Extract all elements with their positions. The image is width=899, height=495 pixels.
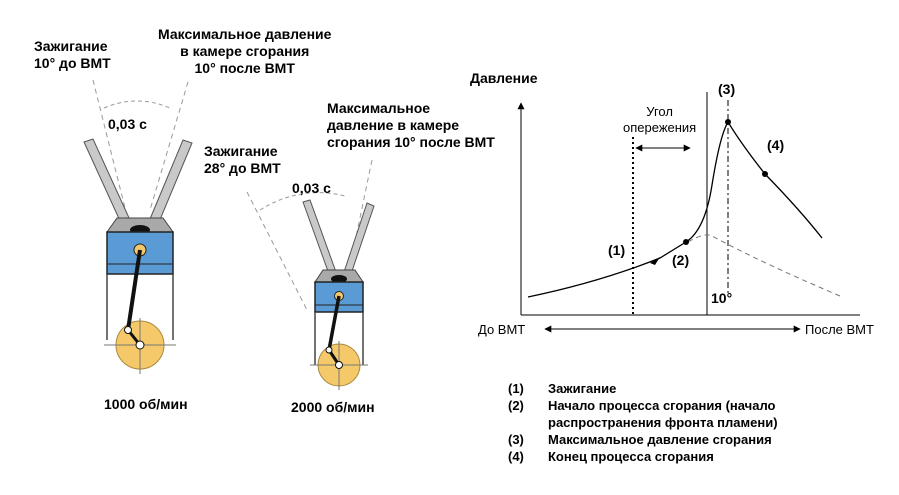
right-exhaust-valve: [343, 202, 375, 275]
marker-2: (2): [672, 252, 690, 268]
motoring-curve: [687, 234, 841, 297]
right-max-pressure-label: Максимальное давление в камере сгорания …: [327, 100, 495, 150]
after-tdc-label: После ВМТ: [805, 322, 874, 337]
left-pressure-guide: [149, 81, 189, 211]
right-combustion-spot: [331, 275, 347, 283]
legend-item-3: (3) Максимальное давление сгорания: [508, 432, 772, 447]
right-ignition-label: Зажигание 28° до ВМТ: [204, 143, 281, 176]
pressure-axis-label: Давление: [470, 70, 538, 86]
left-exhaust-valve: [149, 139, 193, 223]
left-engine: [83, 79, 193, 374]
left-time-label: 0,03 с: [108, 116, 147, 132]
legend-item-2: (2) Начало процесса сгорания (начало рас…: [508, 398, 778, 430]
legend: (1) Зажигание (2) Начало процесса сгоран…: [508, 380, 778, 465]
left-ignition-guide: [92, 79, 127, 213]
left-intake-valve: [83, 138, 131, 224]
legend-item-4: (4) Конец процесса сгорания: [508, 449, 714, 464]
right-engine: [246, 159, 375, 390]
point-3: [725, 119, 731, 125]
right-time-arc: [259, 192, 346, 211]
marker-3: (3): [718, 81, 736, 97]
advance-angle-label: Угол опережения: [623, 104, 697, 135]
point-4: [762, 171, 768, 177]
right-intake-valve: [302, 199, 337, 275]
pressure-curve: [527, 120, 823, 298]
left-ignition-label: Зажигание 10° до ВМТ: [34, 38, 111, 71]
left-rpm-label: 1000 об/мин: [104, 396, 188, 412]
left-connecting-rod: [126, 249, 142, 331]
right-ignition-guide: [246, 191, 309, 313]
pressure-graph: [517, 92, 860, 333]
right-connecting-rod: [327, 295, 341, 351]
ten-degree-label: 10°: [711, 290, 733, 306]
before-tdc-label: До ВМТ: [478, 322, 526, 337]
left-time-arc: [103, 100, 171, 109]
right-rpm-label: 2000 об/мин: [291, 399, 375, 415]
marker-1: (1): [608, 242, 626, 258]
left-max-pressure-label: Максимальное давление в камере сгорания …: [158, 26, 332, 76]
legend-item-1: (1) Зажигание: [508, 381, 617, 396]
point-2: [683, 239, 689, 245]
marker-4: (4): [767, 137, 785, 153]
right-time-label: 0,03 с: [292, 180, 331, 196]
